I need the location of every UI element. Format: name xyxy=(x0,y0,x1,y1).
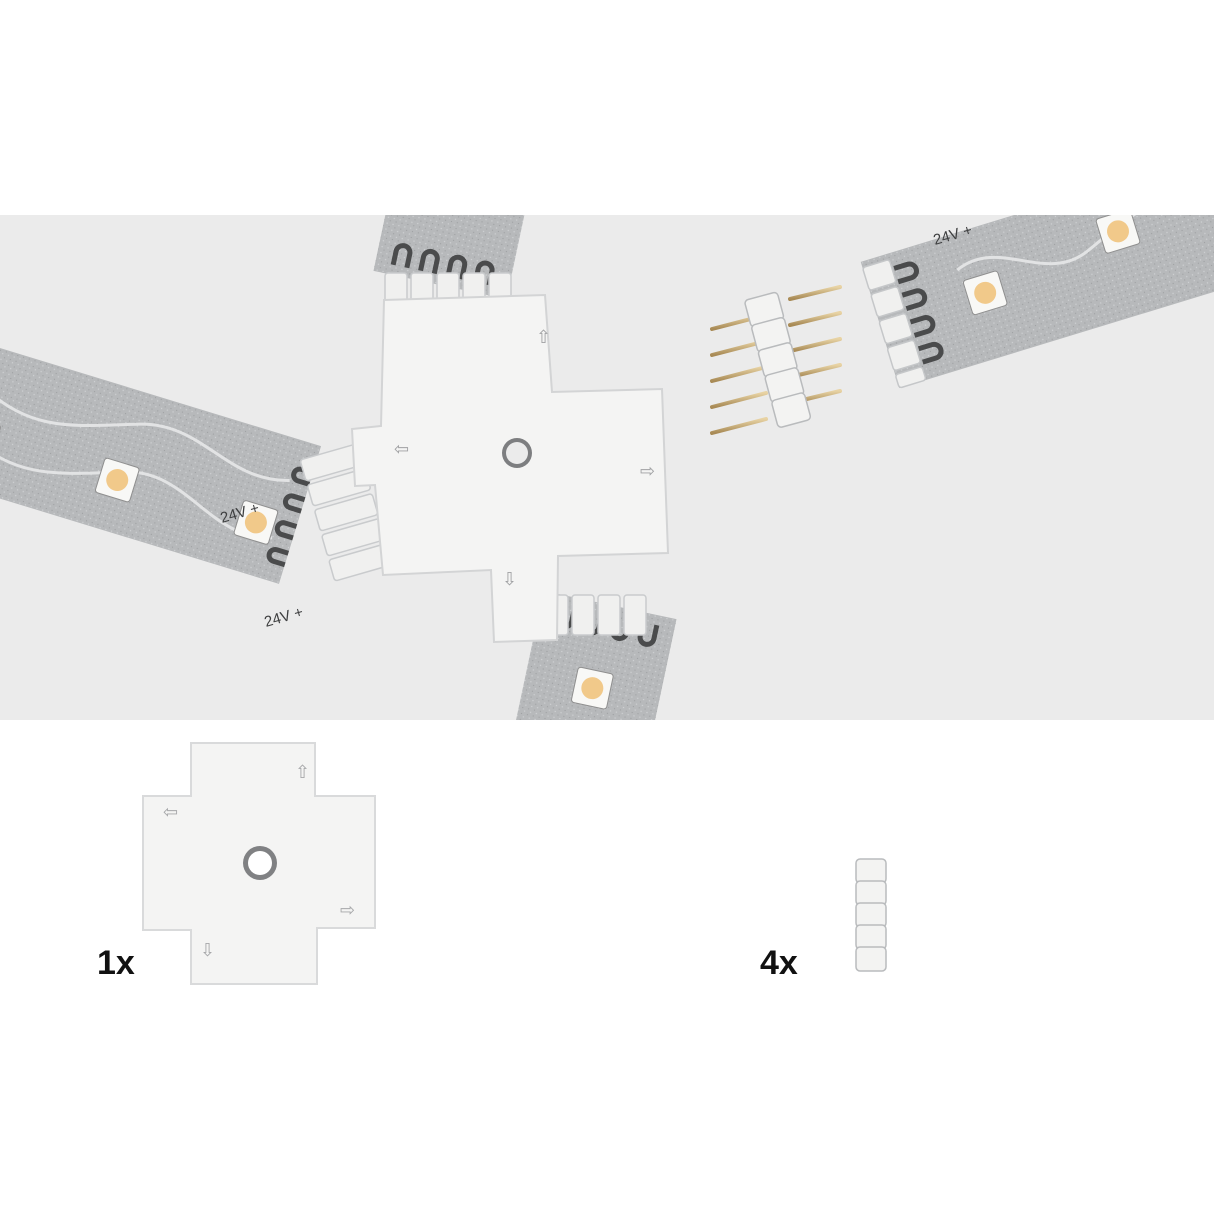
contents-connector: ⇧ ⇦ ⇨ ⇩ xyxy=(135,738,385,988)
arrow-down-icon: ⇩ xyxy=(502,569,517,590)
led-chip xyxy=(571,666,614,710)
led-strip-top xyxy=(373,215,549,300)
pin-quantity: 4x xyxy=(760,944,798,982)
arrow-right-icon: ⇨ xyxy=(340,900,355,921)
arrow-left-icon: ⇦ xyxy=(394,439,409,460)
arrow-right-icon: ⇨ xyxy=(640,461,655,482)
led-chip xyxy=(962,270,1008,316)
arrow-down-icon: ⇩ xyxy=(200,940,215,961)
connector-pin-product xyxy=(818,858,920,972)
product-scene: 24V + 24V + 24V + xyxy=(0,215,1214,720)
arrow-up-icon: ⇧ xyxy=(536,327,551,348)
led-chip xyxy=(1095,215,1141,254)
led-chip xyxy=(233,500,279,545)
scene-illustration: 24V + 24V + 24V + xyxy=(0,215,1214,720)
arrow-left-icon: ⇦ xyxy=(163,802,178,823)
arrow-up-icon: ⇧ xyxy=(295,762,310,783)
led-strip-left xyxy=(0,323,322,584)
connector-pin xyxy=(710,285,842,435)
x-connector-product: ⇧ ⇦ ⇨ ⇩ xyxy=(142,742,376,985)
contents-pins xyxy=(816,855,926,985)
x-connector: ⇧ ⇦ ⇨ ⇩ xyxy=(350,293,670,644)
connector-quantity: 1x xyxy=(97,944,135,982)
led-strip-right xyxy=(860,215,1214,389)
led-chip xyxy=(95,457,140,503)
